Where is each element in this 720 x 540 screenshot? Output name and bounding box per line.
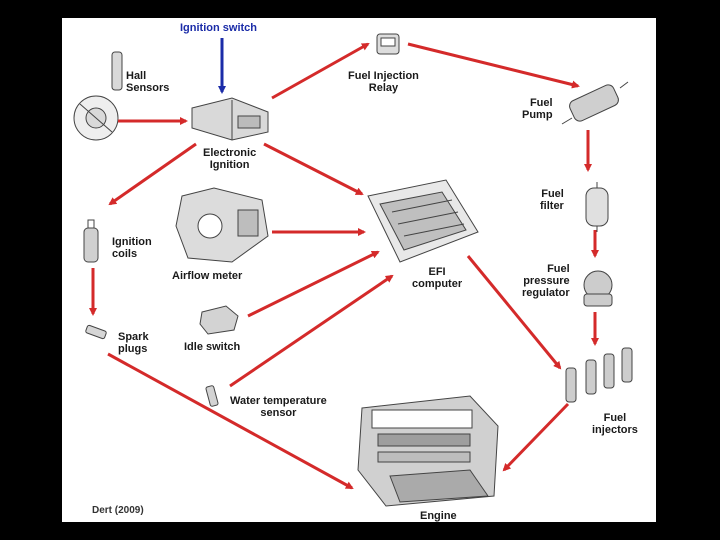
label-efi-computer-line1: EFI [428,266,446,278]
fuel-filter-device [585,182,609,232]
label-ignition-switch: Ignition switch [180,22,257,34]
airflow-meter-device [175,187,269,263]
spark-plug-device [85,324,107,340]
diagram-panel [62,18,656,522]
ignition-coil-device [83,219,99,263]
fuel-injection-relay-device [376,33,400,55]
arrow-ignition-to-relay [271,42,370,100]
fuel-pump-device [561,81,629,125]
label-ignition-coils-line1: Ignition [112,236,152,248]
water-temperature-sensor-device [205,385,219,407]
label-fuel-pressure-regulator: Fuel pressure regulator [522,263,570,299]
label-water-temperature-sensor: Water temperature sensor [230,395,327,419]
label-fuel-filter: Fuel filter [540,188,564,212]
label-fuel-injectors-line1: Fuel [603,412,627,424]
label-spark-plugs: Spark plugs [118,331,149,355]
label-fuel-pump-line2: Pump [522,109,553,121]
label-fuel-pressure-regulator-line2: pressure [523,275,570,287]
label-fuel-pump-line1: Fuel [529,97,553,109]
label-ignition-coils: Ignition coils [112,236,152,260]
label-fuel-pump: Fuel Pump [522,97,553,121]
label-engine: Engine [420,510,457,522]
arrow-ignition-to-coils [108,142,197,206]
hall-sensor-device [73,51,123,141]
label-electronic-ignition-line2: Ignition [209,159,250,171]
label-water-temperature-sensor-line2: sensor [260,407,297,419]
arrow-idle-to-efi [247,250,380,318]
arrow-relay-to-pump [407,42,580,89]
arrow-ignition-to-efi [263,142,364,196]
label-airflow-meter: Airflow meter [172,270,243,282]
credit-text: Dert (2009) [92,505,144,516]
arrow-injectors-to-engine [502,402,570,472]
fuel-injectors-device [565,347,633,403]
label-water-temperature-sensor-line1: Water temperature [230,395,327,407]
label-efi-computer: EFI computer [412,266,462,290]
label-fuel-injectors-line2: injectors [592,424,638,436]
arrow-plugs-to-engine [107,352,354,490]
fuel-pressure-regulator-device [583,270,613,307]
label-hall-sensors: Hall Sensors [126,70,169,94]
label-fuel-pressure-regulator-line1: Fuel [547,263,570,275]
label-fuel-filter-line1: Fuel [541,188,564,200]
label-fuel-filter-line2: filter [540,200,564,212]
connection-arrows [89,38,599,490]
label-hall-sensors-line2: Sensors [126,82,170,94]
arrow-efi-to-injectors [466,255,562,370]
label-idle-switch: Idle switch [184,341,241,353]
idle-switch-device [199,305,239,335]
label-fuel-injectors: Fuel injectors [592,412,638,436]
engine-device [357,395,499,507]
label-fuel-injection-relay-line2: Relay [368,82,399,94]
label-spark-plugs-line1: Spark [118,331,149,343]
efi-computer-device [367,179,479,263]
label-fuel-pressure-regulator-line3: regulator [522,287,570,299]
label-fuel-injection-relay: Fuel Injection Relay [348,70,419,94]
label-fuel-injection-relay-line1: Fuel Injection [348,70,419,82]
label-ignition-coils-line2: coils [112,248,138,260]
label-efi-computer-line2: computer [412,278,463,290]
arrow-water-to-efi [229,274,394,388]
electronic-ignition-module [191,97,269,141]
label-spark-plugs-line2: plugs [118,343,148,355]
label-electronic-ignition-line1: Electronic [203,147,257,159]
label-hall-sensors-line1: Hall [126,70,147,82]
label-electronic-ignition: Electronic Ignition [203,147,256,171]
